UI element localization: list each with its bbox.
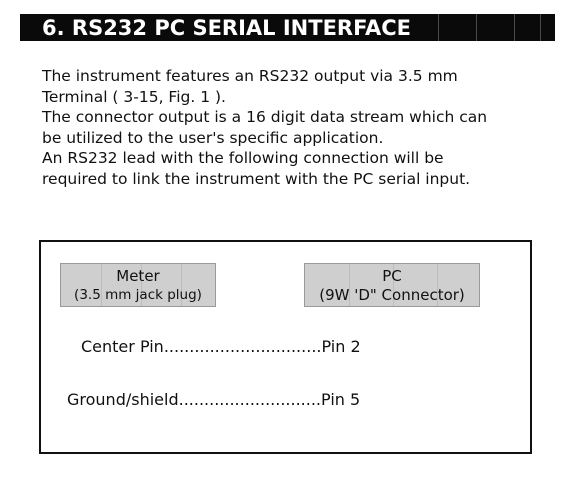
heading-stripe — [540, 14, 541, 41]
meter-subtitle: (3.5 mm jack plug) — [74, 287, 202, 303]
cell-stripe — [141, 264, 142, 306]
heading-stripe — [514, 14, 515, 41]
cell-stripe — [101, 264, 102, 306]
section-heading-bar: 6. RS232 PC SERIAL INTERFACE — [20, 14, 555, 41]
section-heading: 6. RS232 PC SERIAL INTERFACE — [42, 16, 412, 40]
intro-line: The instrument features an RS232 output … — [42, 67, 458, 85]
meter-header-cell: Meter (3.5 mm jack plug) — [60, 263, 216, 307]
meter-title: Meter — [116, 267, 160, 285]
intro-line: An RS232 lead with the following connect… — [42, 149, 444, 167]
intro-paragraph: The instrument features an RS232 output … — [42, 66, 552, 189]
cell-stripe — [181, 264, 182, 306]
pc-title: PC — [382, 267, 402, 285]
intro-line: Terminal ( 3-15, Fig. 1 ). — [42, 87, 226, 106]
pc-subtitle: (9W 'D" Connector) — [319, 286, 465, 304]
intro-line: required to link the instrument with the… — [42, 169, 471, 188]
intro-line: The connector output is a 16 digit data … — [42, 108, 488, 126]
heading-stripe — [476, 14, 477, 41]
center-pin-mapping: Center Pin..............................… — [81, 337, 361, 356]
cell-stripe — [349, 264, 350, 306]
cell-stripe — [393, 264, 394, 306]
connection-diagram: Meter (3.5 mm jack plug) PC (9W 'D" Conn… — [39, 240, 532, 454]
heading-stripe — [438, 14, 439, 41]
intro-line: be utilized to the user's specific appli… — [42, 128, 384, 147]
cell-stripe — [437, 264, 438, 306]
ground-shield-mapping: Ground/shield...........................… — [67, 390, 361, 409]
pc-header-cell: PC (9W 'D" Connector) — [304, 263, 480, 307]
